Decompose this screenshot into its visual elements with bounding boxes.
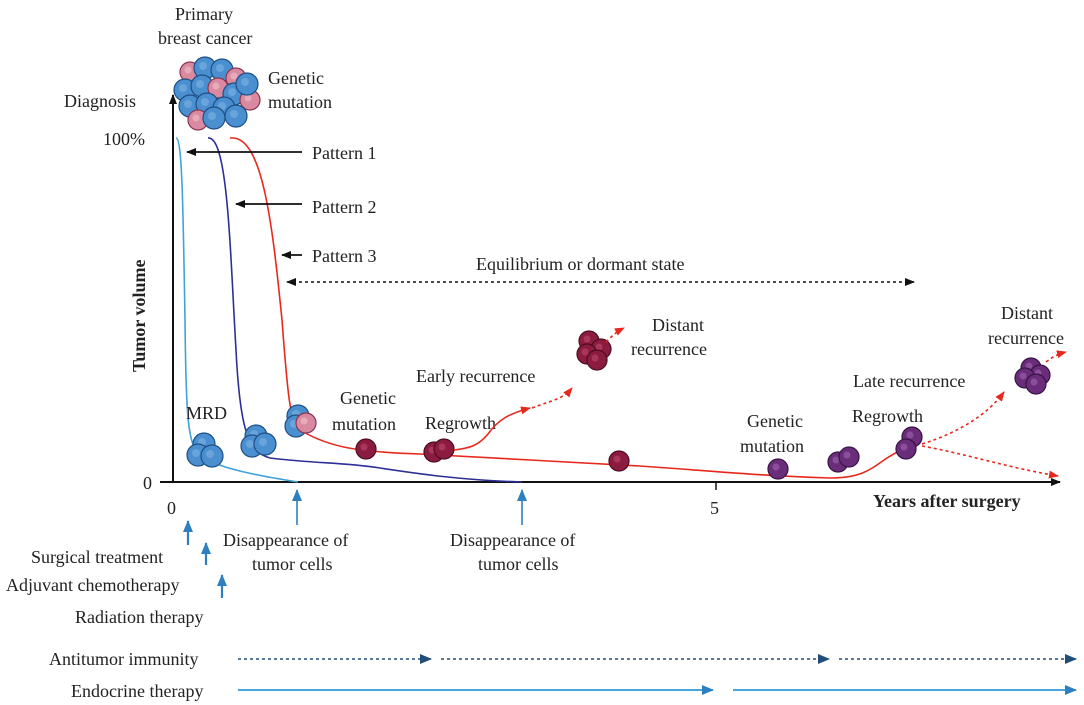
purple-cell-pair-icon [827, 446, 860, 473]
genetic-mutation-2-line2: mutation [740, 436, 804, 456]
disappearance-1-line2: tumor cells [252, 554, 332, 574]
pattern-2-cell-cluster-icon [240, 424, 277, 458]
surgical-label: Surgical treatment [31, 547, 163, 567]
early-recurrence-dashed [531, 387, 573, 409]
early-recurrence-label: Early recurrence [416, 366, 535, 386]
regrowth-1-label: Regrowth [425, 413, 496, 433]
genetic-mutation-1-line2: mutation [332, 414, 396, 434]
distant-2-dashed [1045, 350, 1067, 363]
regrowth-2-label: Regrowth [852, 406, 923, 426]
x-tick-5: 5 [710, 498, 719, 518]
distant-recurrence-1-line1: Distant [652, 315, 704, 335]
pattern-1-curve [175, 137, 299, 483]
pattern-3-cell-cluster-icon [284, 404, 317, 438]
primary-label-1: Primary [175, 4, 233, 24]
y-axis-label: Tumor volume [129, 259, 149, 372]
late-distant-dashed [921, 391, 1005, 445]
genetic-mutation-top-1: Genetic [268, 68, 324, 88]
y-tick-100: 100% [103, 129, 145, 149]
early-regrowth-curve [453, 406, 531, 451]
maroon-cell-single-icon [608, 450, 630, 472]
mrd-cell-cluster-icon [186, 432, 224, 468]
distant-cluster-2-icon [1014, 357, 1051, 395]
antitumor-label: Antitumor immunity [49, 649, 199, 669]
pattern-2-label: Pattern 2 [312, 197, 377, 217]
pattern-1-label: Pattern 1 [312, 143, 377, 163]
endocrine-label: Endocrine therapy [71, 681, 203, 701]
late-local-dashed [921, 445, 1059, 479]
chemo-label: Adjuvant chemotherapy [6, 575, 179, 595]
distant-1-dashed [605, 327, 625, 343]
disappearance-2-line1: Disappearance of [450, 530, 575, 550]
equilibrium-label: Equilibrium or dormant state [476, 254, 684, 274]
y-tick-0: 0 [143, 473, 152, 493]
disappearance-2-line2: tumor cells [478, 554, 558, 574]
primary-label-2: breast cancer [158, 28, 252, 48]
purple-cell-cluster-icon [895, 426, 923, 460]
genetic-mutation-top-2: mutation [268, 92, 332, 112]
pattern-3-label: Pattern 3 [312, 246, 377, 266]
distant-recurrence-2-line2: recurrence [988, 328, 1064, 348]
distant-cluster-1-icon [576, 330, 612, 371]
tumor-cluster-icon [173, 56, 261, 131]
genetic-mutation-1-line1: Genetic [340, 388, 396, 408]
pattern-3-curve [229, 137, 919, 479]
x-axis-label: Years after surgery [873, 491, 1021, 511]
distant-recurrence-1-line2: recurrence [631, 339, 707, 359]
diagnosis-label: Diagnosis [64, 91, 136, 111]
x-tick-0: 0 [167, 498, 176, 518]
distant-recurrence-2-line1: Distant [1001, 303, 1053, 323]
genetic-mutation-2-line1: Genetic [747, 411, 803, 431]
maroon-cell-pair-icon [423, 438, 455, 463]
radiation-label: Radiation therapy [75, 607, 203, 627]
mrd-label: MRD [186, 403, 227, 423]
purple-cell-icon [767, 458, 789, 480]
late-recurrence-label: Late recurrence [853, 371, 965, 391]
maroon-cell-icon [355, 438, 377, 460]
disappearance-1-line1: Disappearance of [223, 530, 348, 550]
